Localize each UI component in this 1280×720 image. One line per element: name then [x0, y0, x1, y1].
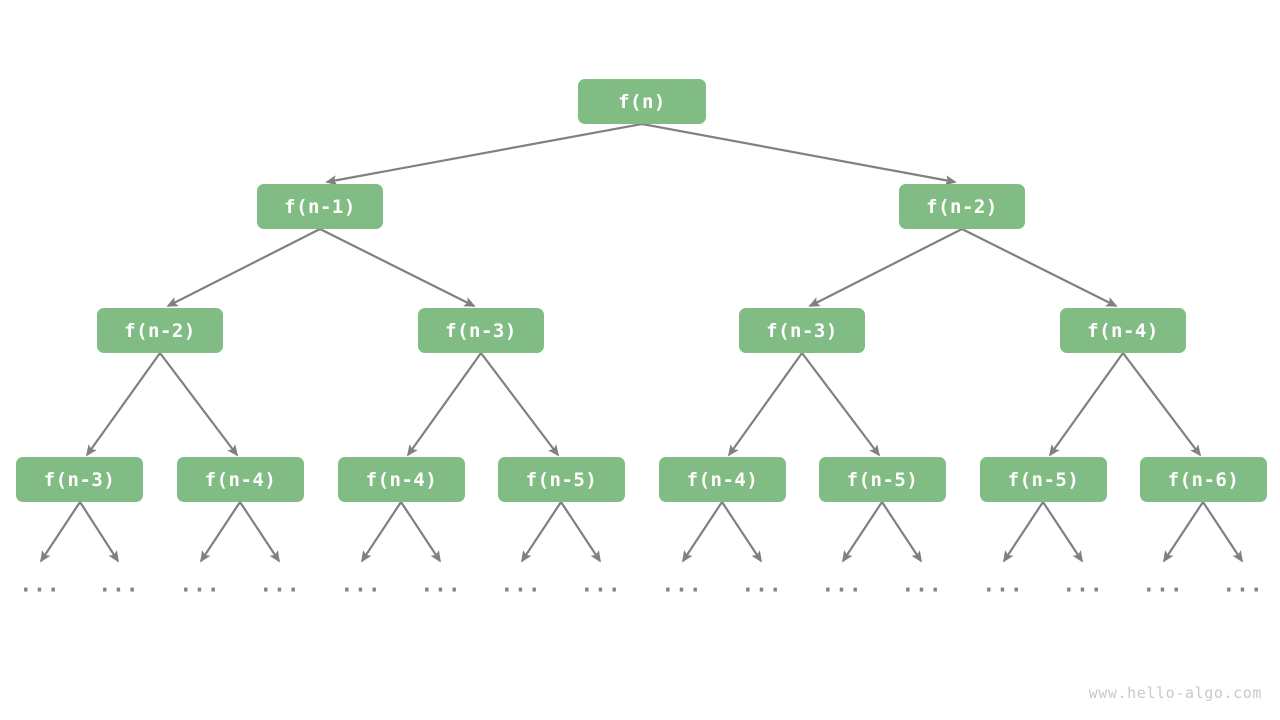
tree-edge	[727, 352, 803, 457]
ellipsis-marker: ...	[179, 572, 221, 597]
tree-edge	[1048, 352, 1124, 457]
tree-edge	[200, 501, 241, 563]
tree-node[interactable]: f(n-4)	[338, 457, 465, 502]
ellipsis-marker: ...	[259, 572, 301, 597]
tree-edge	[1163, 501, 1204, 563]
ellipsis-marker: ...	[19, 572, 61, 597]
tree-node[interactable]: f(n-3)	[739, 308, 865, 353]
ellipsis-marker: ...	[982, 572, 1024, 597]
tree-edge	[400, 501, 441, 563]
tree-edge	[881, 501, 922, 563]
tree-edge	[325, 122, 643, 186]
tree-edge	[842, 501, 883, 563]
tree-edge	[480, 352, 560, 457]
tree-node[interactable]: f(n-4)	[1060, 308, 1186, 353]
tree-edge	[1003, 501, 1044, 563]
watermark: www.hello-algo.com	[1088, 684, 1262, 702]
tree-node[interactable]: f(n-3)	[16, 457, 143, 502]
ellipsis-marker: ...	[1062, 572, 1104, 597]
ellipsis-marker: ...	[340, 572, 382, 597]
ellipsis-marker: ...	[1142, 572, 1184, 597]
tree-node[interactable]: f(n-4)	[659, 457, 786, 502]
tree-edge	[721, 501, 762, 563]
tree-node[interactable]: f(n)	[578, 79, 706, 124]
tree-edge	[40, 501, 81, 563]
ellipsis-marker: ...	[420, 572, 462, 597]
tree-edge	[79, 501, 119, 563]
tree-edge	[85, 352, 161, 457]
ellipsis-marker: ...	[661, 572, 703, 597]
tree-edge	[361, 501, 402, 563]
ellipsis-marker: ...	[1222, 572, 1264, 597]
tree-node[interactable]: f(n-2)	[899, 184, 1025, 229]
ellipsis-marker: ...	[821, 572, 863, 597]
tree-edge	[406, 352, 482, 457]
ellipsis-marker: ...	[98, 572, 140, 597]
tree-node[interactable]: f(n-5)	[980, 457, 1107, 502]
tree-edge	[682, 501, 723, 563]
tree-edge	[808, 228, 963, 307]
ellipsis-marker: ...	[901, 572, 943, 597]
tree-edge	[961, 228, 1118, 307]
tree-node[interactable]: f(n-2)	[97, 308, 223, 353]
tree-edge	[641, 122, 957, 186]
tree-edge	[319, 228, 476, 307]
tree-edge	[159, 352, 239, 457]
tree-node[interactable]: f(n-5)	[498, 457, 625, 502]
tree-edge	[1202, 501, 1243, 563]
ellipsis-marker: ...	[500, 572, 542, 597]
tree-node[interactable]: f(n-4)	[177, 457, 304, 502]
tree-edge	[166, 228, 321, 307]
tree-node[interactable]: f(n-3)	[418, 308, 544, 353]
ellipsis-marker: ...	[580, 572, 622, 597]
tree-node[interactable]: f(n-1)	[257, 184, 383, 229]
ellipsis-marker: ...	[741, 572, 783, 597]
tree-edge	[801, 352, 881, 457]
tree-node[interactable]: f(n-5)	[819, 457, 946, 502]
tree-node[interactable]: f(n-6)	[1140, 457, 1267, 502]
tree-edge	[1122, 352, 1202, 457]
tree-edge	[1042, 501, 1083, 563]
tree-edge	[521, 501, 562, 563]
tree-edge	[560, 501, 601, 563]
tree-edge	[239, 501, 280, 563]
